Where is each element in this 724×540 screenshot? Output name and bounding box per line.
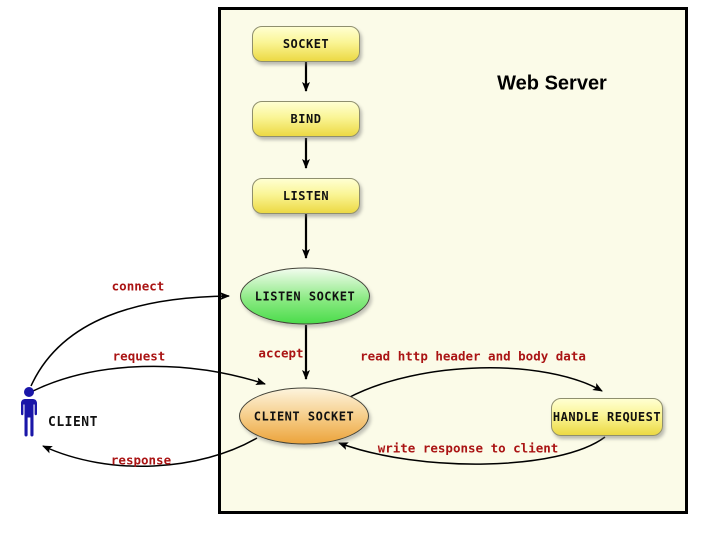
node-client-socket: CLIENT SOCKET: [239, 387, 369, 445]
client-person-icon: [21, 387, 37, 437]
node-listen-socket: LISTEN SOCKET: [240, 267, 370, 325]
arrow-connect: [30, 292, 230, 387]
edge-label-read-http: read http header and body data: [360, 348, 586, 364]
edge-label-request: request: [112, 348, 166, 364]
edge-label-response: response: [110, 452, 172, 468]
edge-label-accept: accept: [258, 345, 304, 361]
node-listen: LISTEN: [252, 178, 360, 214]
node-handle-request: HANDLE REQUEST: [551, 398, 663, 436]
edge-label-write-response: write response to client: [377, 440, 559, 456]
diagram-title: Web Server: [497, 72, 607, 95]
node-socket: SOCKET: [252, 26, 360, 62]
node-bind: BIND: [252, 101, 360, 137]
edge-label-connect: connect: [111, 278, 165, 294]
client-label: CLIENT: [48, 415, 98, 430]
